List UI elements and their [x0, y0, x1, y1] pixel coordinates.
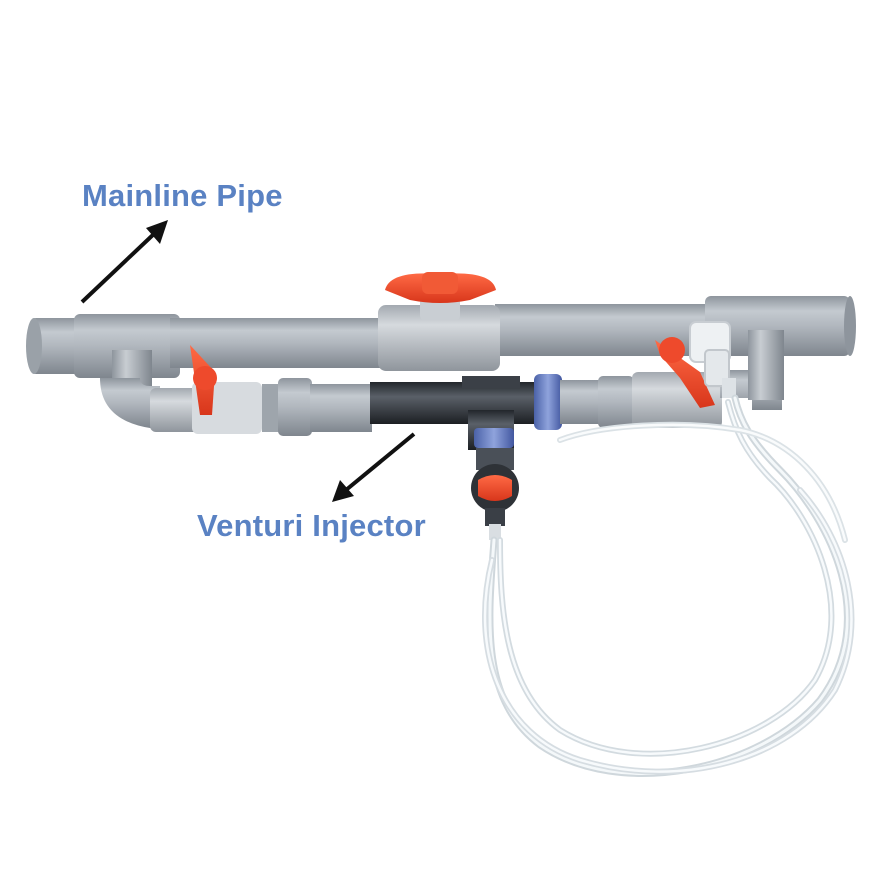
venturi-injector-label: Venturi Injector — [197, 508, 426, 543]
mainline-arrow — [80, 220, 168, 304]
blue-ring-nut — [474, 374, 562, 448]
mainline-pipe-label: Mainline Pipe — [82, 178, 283, 213]
bypass-left-valve — [190, 345, 262, 434]
mainline-ball-valve — [378, 272, 500, 371]
suction-valve — [471, 448, 519, 540]
suction-hose — [482, 394, 855, 777]
hose-fitting — [689, 321, 736, 398]
bypass-right-valve — [655, 337, 715, 408]
venturi-injector-body — [370, 376, 540, 450]
venturi-arrow — [332, 432, 416, 502]
mainline-pipe — [26, 296, 856, 378]
bypass-union-left — [262, 378, 372, 436]
